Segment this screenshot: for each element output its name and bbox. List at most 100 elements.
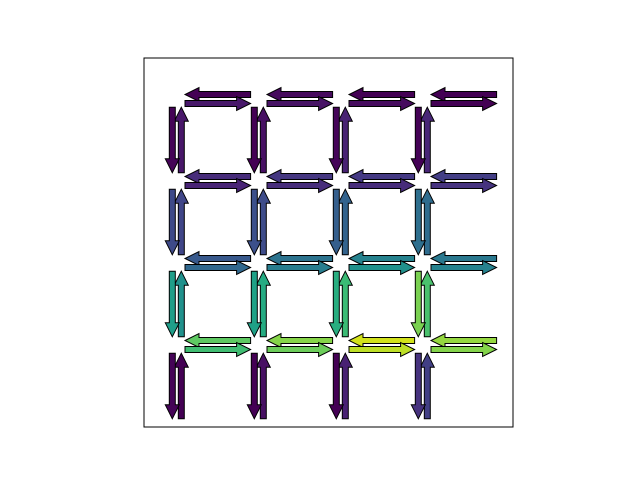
arrow-forward [348,95,416,112]
arrow-reverse [337,188,354,256]
arrow-reverse [429,250,498,267]
arrow-forward [184,341,252,358]
arrow-pair [410,188,436,256]
arrow-reverse [265,250,334,267]
arrow-forward [246,270,263,338]
arrow-forward [430,177,498,194]
arrow-pair [429,168,498,194]
arrow-pair [347,250,416,276]
arrow-forward [266,95,334,112]
arrow-pair [410,270,436,338]
arrow-forward [328,188,345,256]
arrow-pair [183,332,252,358]
arrow-pair [429,86,498,112]
arrow-reverse [255,106,272,174]
arrow-pair [347,168,416,194]
arrow-forward [164,270,181,338]
arrow-reverse [419,188,436,256]
arrow-forward [410,106,427,174]
arrow-reverse [173,106,190,174]
arrow-pair [246,188,272,256]
arrow-reverse [265,332,334,349]
arrow-forward [266,259,334,276]
arrow-pair [246,352,272,420]
arrow-pair [265,168,334,194]
arrow-forward [164,188,181,256]
arrow-reverse [337,270,354,338]
arrow-reverse [255,270,272,338]
arrow-forward [184,259,252,276]
arrow-pair [328,352,354,420]
arrow-reverse [183,168,252,185]
arrow-reverse [183,250,252,267]
arrow-forward [184,177,252,194]
arrow-pair [246,106,272,174]
arrow-forward [410,188,427,256]
arrow-reverse [255,352,272,420]
arrow-pair [164,352,190,420]
arrow-reverse [255,188,272,256]
arrow-reverse [265,168,334,185]
arrow-forward [430,95,498,112]
arrow-forward [246,352,263,420]
arrow-reverse [265,86,334,103]
arrow-forward [184,95,252,112]
arrows-layer [164,86,498,420]
arrow-pair [164,188,190,256]
arrow-forward [348,259,416,276]
arrow-pair [246,270,272,338]
arrow-forward [348,341,416,358]
arrow-pair [265,86,334,112]
arrow-reverse [183,332,252,349]
arrow-pair [429,250,498,276]
arrow-pair [183,250,252,276]
arrow-forward [328,352,345,420]
arrow-pair [347,332,416,358]
arrow-reverse [429,168,498,185]
arrow-pair [328,106,354,174]
arrow-forward [246,188,263,256]
arrow-pair [410,106,436,174]
arrow-forward [328,270,345,338]
arrow-pair [265,332,334,358]
arrow-reverse [173,352,190,420]
arrow-reverse [419,106,436,174]
arrow-reverse [347,86,416,103]
arrow-reverse [337,106,354,174]
arrow-pair [164,106,190,174]
arrow-forward [266,341,334,358]
arrow-forward [410,352,427,420]
arrow-forward [246,106,263,174]
arrow-forward [430,259,498,276]
arrow-reverse [347,168,416,185]
arrow-reverse [337,352,354,420]
arrow-reverse [173,188,190,256]
arrow-forward [410,270,427,338]
arrow-forward [266,177,334,194]
arrow-pair [183,168,252,194]
arrow-pair [183,86,252,112]
arrow-forward [430,341,498,358]
arrow-forward [164,106,181,174]
arrow-reverse [429,332,498,349]
arrow-pair [410,352,436,420]
arrow-pair [429,332,498,358]
arrow-forward [164,352,181,420]
arrow-forward [328,106,345,174]
plot-axes [143,57,514,428]
arrow-reverse [419,270,436,338]
arrow-pair [328,188,354,256]
arrow-reverse [419,352,436,420]
arrow-reverse [183,86,252,103]
arrow-pair [164,270,190,338]
arrow-reverse [347,250,416,267]
arrow-reverse [429,86,498,103]
arrow-reverse [173,270,190,338]
arrow-reverse [347,332,416,349]
arrow-forward [348,177,416,194]
arrow-pair [265,250,334,276]
arrow-pair [328,270,354,338]
arrow-pair [347,86,416,112]
